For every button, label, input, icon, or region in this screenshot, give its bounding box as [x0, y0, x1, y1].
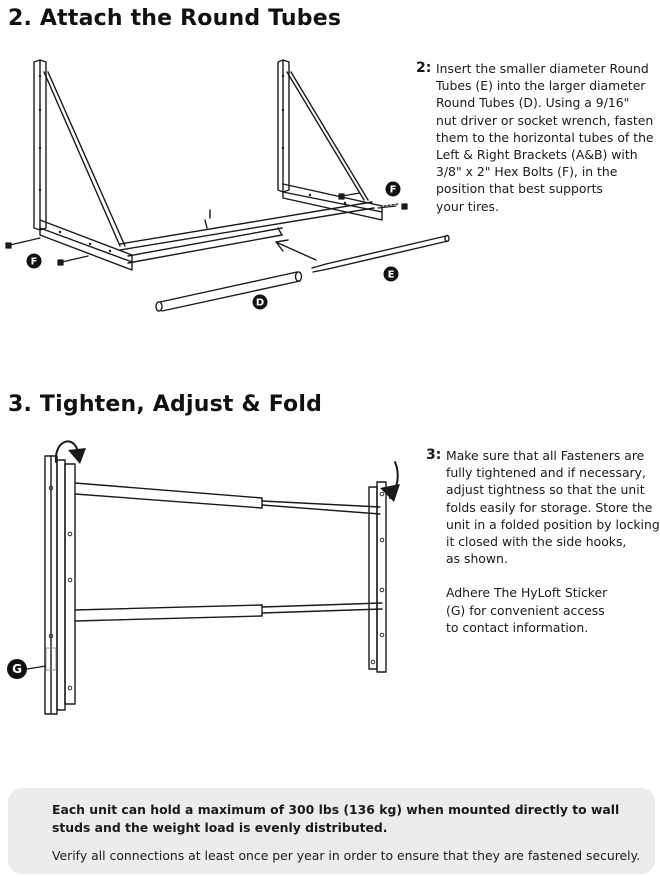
- load-capacity-text: Each unit can hold a maximum of 300 lbs …: [52, 802, 620, 835]
- hyloft-sticker: [45, 647, 57, 671]
- sticker-line: (G) for convenient access: [446, 602, 605, 618]
- rivet-dots: [38, 74, 347, 253]
- tube-e: [311, 234, 450, 273]
- step2-illustration: F F E D: [5, 59, 450, 312]
- load-warning-note: Each unit can hold a maximum of 300 lbs …: [8, 788, 655, 874]
- right-folded-bracket: [368, 481, 387, 673]
- installed-tubes: [119, 201, 375, 264]
- lower-tube: [74, 602, 383, 622]
- sticker-line: Adhere The HyLoft Sticker: [446, 585, 608, 601]
- step3-number: 3:: [426, 447, 442, 463]
- step2-line: Left & Right Brackets (A&B) with: [436, 146, 638, 162]
- rotation-arrow-icon: [54, 440, 399, 499]
- svg-text:G: G: [12, 662, 22, 676]
- step3-line: unit in a folded position by locking: [446, 516, 660, 532]
- upper-tube: [74, 482, 381, 515]
- step3-line: Make sure that all Fasteners are: [446, 448, 645, 463]
- step2-line: position that best supports: [436, 181, 603, 197]
- left-folded-bracket: [44, 455, 76, 715]
- step2-number: 2:: [416, 60, 432, 76]
- callout-f-left: F: [26, 253, 42, 269]
- tube-d: [155, 271, 303, 312]
- inspection-text: Verify all connections at least once per…: [52, 848, 641, 863]
- svg-text:E: E: [388, 270, 395, 281]
- svg-text:F: F: [390, 185, 397, 196]
- step3-line: fully tightened and if necessary,: [446, 465, 646, 481]
- step2-line: 3/8" x 2" Hex Bolts (F), in the: [436, 164, 618, 180]
- callout-e: E: [383, 266, 399, 282]
- step2-line: Round Tubes (D). Using a 9/16": [436, 95, 630, 111]
- callout-f-right: F: [385, 181, 401, 197]
- step3-illustration: G: [7, 440, 400, 715]
- svg-text:F: F: [31, 257, 38, 268]
- step3-heading: 3. Tighten, Adjust & Fold: [8, 392, 323, 417]
- step2-line: nut driver or socket wrench, fasten: [436, 112, 654, 128]
- direction-arrow-icon: [275, 239, 317, 261]
- step2-heading: 2. Attach the Round Tubes: [8, 6, 342, 31]
- step3-line: folds easily for storage. Store the: [446, 499, 653, 515]
- step3-line: as shown.: [446, 551, 508, 567]
- hex-bolts: [5, 192, 408, 266]
- svg-text:D: D: [256, 298, 264, 309]
- rivet-dots: [48, 485, 385, 691]
- step2-line: Tubes (E) into the larger diameter: [436, 78, 646, 94]
- step2-line: them to the horizontal tubes of the: [436, 129, 654, 145]
- step3-line: adjust tightness so that the unit: [446, 482, 645, 498]
- arrow-heads: [68, 448, 400, 502]
- step3-line: it closed with the side hooks,: [446, 533, 627, 549]
- step2-line: Insert the smaller diameter Round: [436, 61, 649, 76]
- sticker-line: to contact information.: [446, 619, 589, 635]
- step2-line: your tires.: [436, 198, 499, 214]
- right-bracket: [277, 59, 383, 221]
- callout-g: G: [7, 659, 47, 679]
- left-bracket: [33, 59, 133, 271]
- callout-d: D: [252, 294, 268, 310]
